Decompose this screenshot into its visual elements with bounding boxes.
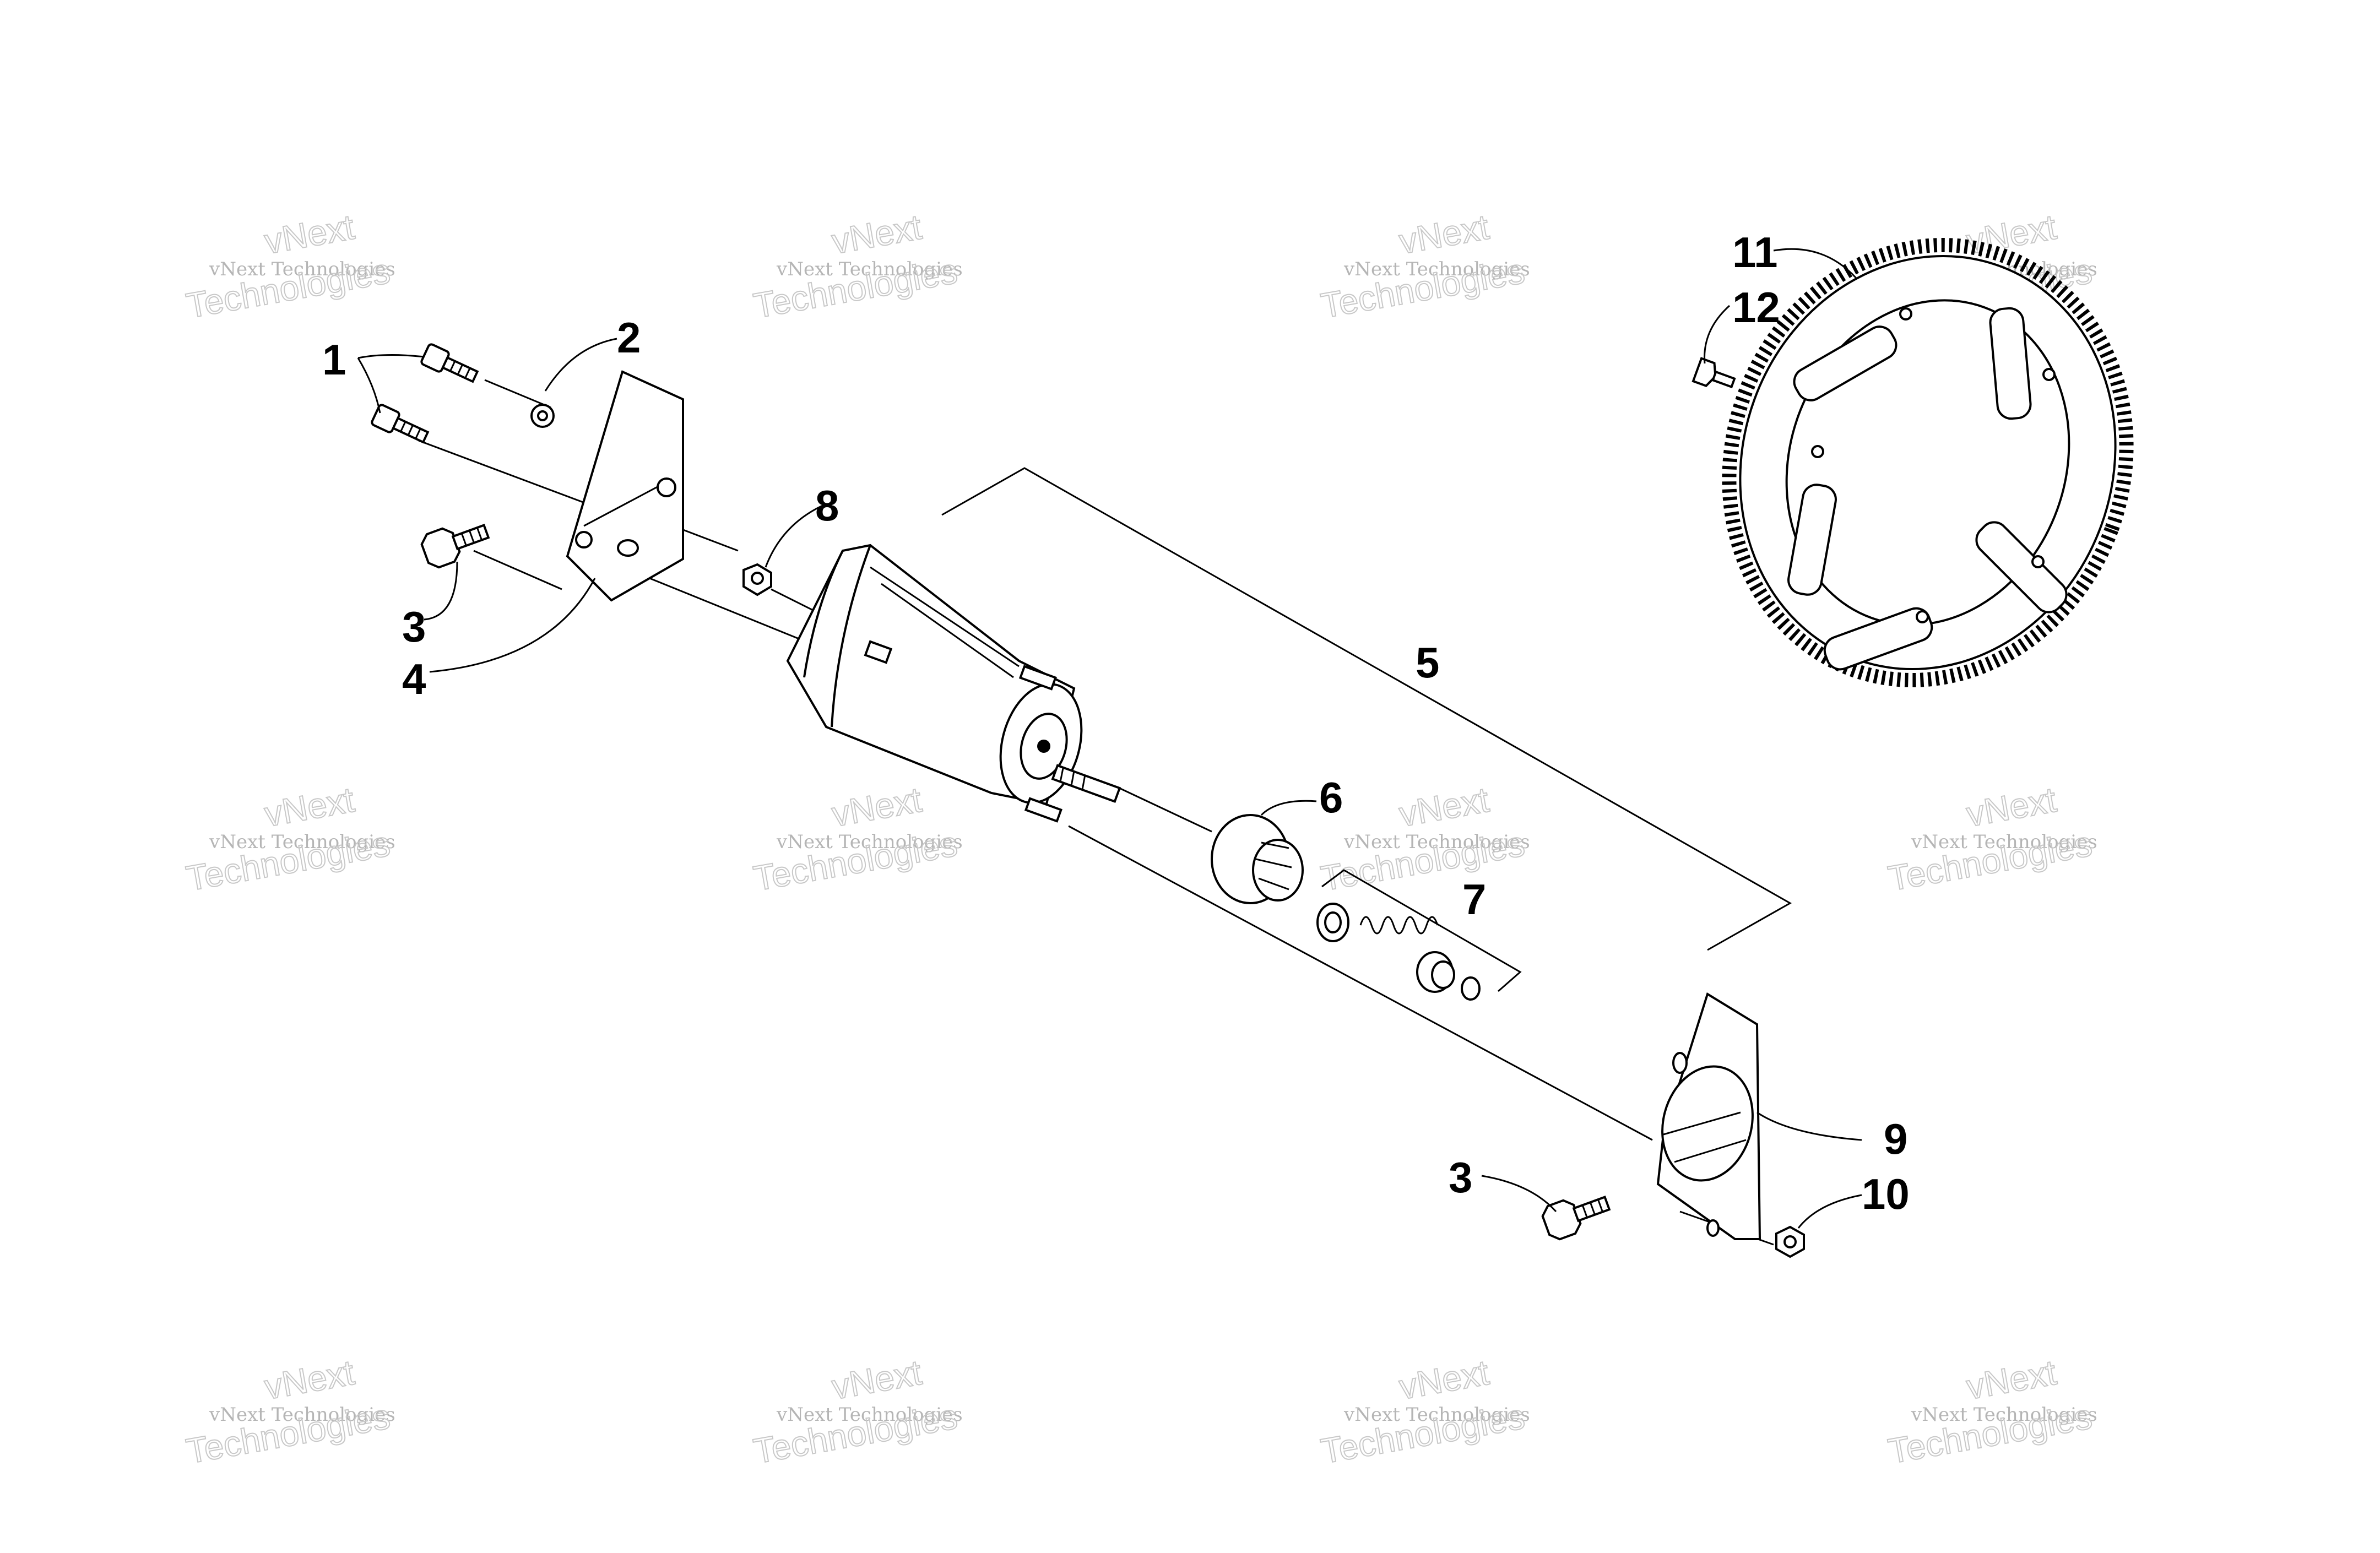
watermark-outline: vNext bbox=[1964, 780, 2059, 834]
watermark-text: vNext Technologies bbox=[1911, 831, 2097, 853]
lower-bracket-part-9 bbox=[1656, 992, 1761, 1240]
callout-8: 8 bbox=[815, 481, 839, 530]
callout-7: 7 bbox=[1462, 875, 1486, 924]
nut-part-10 bbox=[1775, 1225, 1805, 1258]
watermark-outline: vNext bbox=[829, 780, 925, 834]
watermark-text: vNext Technologies bbox=[776, 831, 963, 853]
screw-part-12 bbox=[1692, 357, 1736, 389]
callout-4: 4 bbox=[402, 655, 426, 703]
watermark-text: vNext Technologies bbox=[1343, 831, 1530, 853]
flange-bolt-part-3a bbox=[420, 524, 490, 569]
watermark-outline: vNext bbox=[829, 1353, 925, 1407]
watermark-text: vNext Technologies bbox=[1343, 258, 1530, 280]
watermark-text: vNext Technologies bbox=[1911, 1404, 2097, 1426]
leader-lines bbox=[357, 248, 1862, 1229]
callout-labels: 1 2 3 4 8 5 6 7 9 3 10 11 12 bbox=[322, 228, 1910, 1218]
mounting-bracket-part-4 bbox=[566, 370, 684, 602]
watermark-text: vNext Technologies bbox=[209, 831, 395, 853]
callout-12: 12 bbox=[1732, 283, 1780, 332]
watermark-outline: vNext bbox=[262, 780, 357, 834]
ring-gear-part-11 bbox=[1722, 237, 2134, 688]
watermark-outline: vNext bbox=[1396, 780, 1492, 834]
bolt-part-1b bbox=[371, 404, 430, 444]
watermark-text: vNext Technologies bbox=[1343, 1404, 1530, 1426]
callout-6: 6 bbox=[1319, 773, 1343, 822]
lock-washer-part-2 bbox=[530, 404, 555, 428]
spring-collar-set-part-7 bbox=[1316, 903, 1481, 1001]
callout-3: 3 bbox=[402, 602, 426, 651]
watermark-text: vNext Technologies bbox=[776, 258, 963, 280]
callout-3-lower: 3 bbox=[1449, 1153, 1472, 1202]
starter-motor-part-5 bbox=[786, 544, 1121, 823]
watermark-outline: vNext bbox=[829, 207, 925, 262]
bolt-part-1a bbox=[420, 343, 479, 383]
flange-bolt-part-3b bbox=[1541, 1196, 1611, 1241]
watermark-outline: vNext bbox=[262, 1353, 357, 1407]
assembly-lines bbox=[418, 379, 1792, 1246]
watermark-outline: vNext bbox=[1396, 207, 1492, 262]
callout-10: 10 bbox=[1862, 1170, 1910, 1218]
callout-5: 5 bbox=[1416, 638, 1439, 687]
callout-9: 9 bbox=[1884, 1115, 1907, 1163]
callout-2: 2 bbox=[617, 313, 641, 362]
watermark-outline: vNext bbox=[1396, 1353, 1492, 1407]
watermark-text: vNext Technologies bbox=[209, 258, 395, 280]
watermark-text: vNext Technologies bbox=[209, 1404, 395, 1426]
nut-part-8 bbox=[742, 563, 772, 596]
watermark-outline: vNext bbox=[262, 207, 357, 262]
callout-1: 1 bbox=[322, 335, 346, 384]
watermark-outline: vNext bbox=[1964, 1353, 2059, 1407]
callout-11: 11 bbox=[1732, 228, 1777, 276]
watermark-text: vNext Technologies bbox=[776, 1404, 963, 1426]
drive-pinion-part-6 bbox=[1211, 814, 1304, 904]
